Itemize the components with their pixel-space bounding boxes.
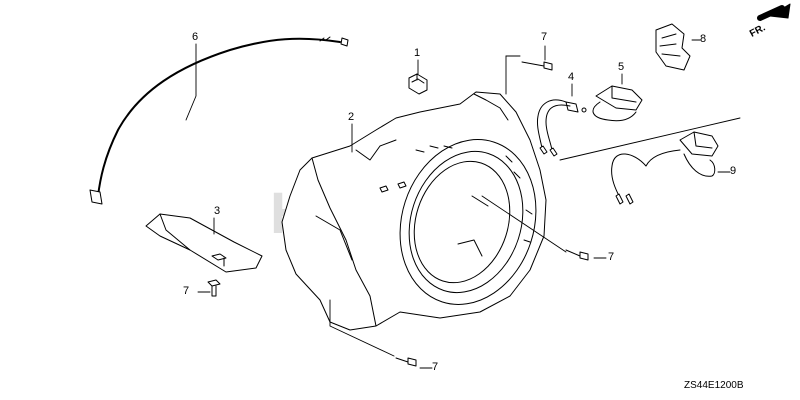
callout-3: 3	[214, 205, 221, 217]
bolt-7-top	[521, 61, 553, 71]
callout-7-right: 7	[608, 251, 615, 263]
part-2-fan-cover	[281, 91, 547, 331]
callout-5: 5	[618, 61, 625, 73]
callout-6: 6	[192, 31, 199, 43]
callout-7-bottom: 7	[432, 361, 439, 373]
front-arrow	[757, 3, 791, 21]
bolt-7-left	[207, 279, 221, 297]
drawing-code: ZS44E1200B	[684, 380, 744, 391]
bolt-7-bottom	[395, 357, 417, 367]
part-8-clip	[655, 23, 691, 71]
part-6-cable	[89, 36, 349, 205]
callout-7-left: 7	[183, 285, 190, 297]
callout-1: 1	[414, 47, 421, 59]
callout-8: 8	[700, 33, 707, 45]
part-9-sensor	[611, 131, 719, 205]
part-3-bracket	[145, 213, 263, 273]
part-1-clip	[408, 73, 428, 95]
bolt-7-right	[565, 249, 589, 261]
callout-9: 9	[730, 165, 737, 177]
part-4-harness	[537, 99, 587, 157]
part-5-sensor	[592, 85, 643, 122]
leader-lines	[185, 39, 741, 369]
callout-7-top: 7	[541, 31, 548, 43]
callout-2: 2	[348, 111, 355, 123]
callout-4: 4	[568, 71, 575, 83]
